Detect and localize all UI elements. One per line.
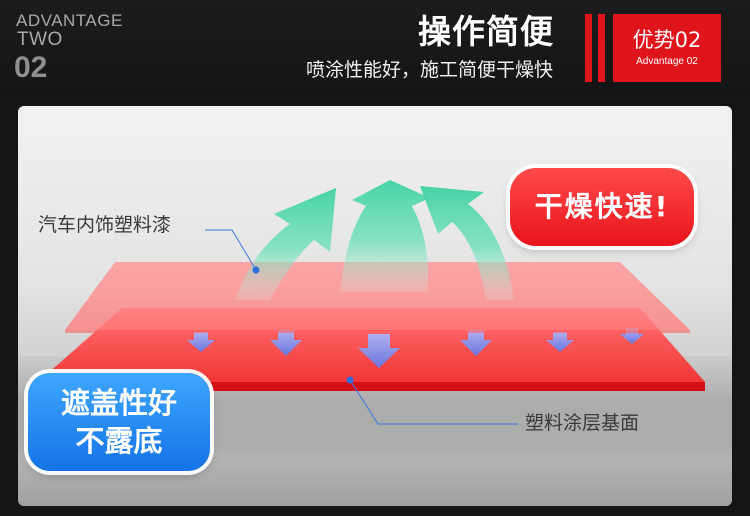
leader-dot-base — [346, 376, 354, 384]
page-title: 操作简便 — [418, 12, 554, 51]
coverage-badge-line1: 遮盖性好 — [60, 386, 177, 420]
leader-dot-top — [252, 266, 260, 274]
accent-stripe-left — [585, 14, 592, 82]
leader-lines — [205, 229, 518, 425]
badge-subtitle: Advantage 02 — [636, 56, 698, 67]
coverage-badge: 遮盖性好 不露底 — [28, 373, 210, 471]
base-layer-label: 塑料涂层基面 — [525, 412, 640, 434]
advantage-ordinal: TWO — [17, 29, 63, 50]
accent-stripe-right — [598, 14, 605, 82]
coverage-badge-line2: 不露底 — [75, 424, 163, 458]
advantage-number: 02 — [14, 51, 48, 84]
fast-dry-badge: 干燥快速! — [510, 168, 694, 246]
badge-title: 优势02 — [632, 28, 702, 52]
drying-vapor-arrows — [235, 180, 514, 300]
paint-film-layer — [65, 262, 690, 333]
advantage-badge: 优势02 Advantage 02 — [613, 14, 721, 82]
top-layer-label: 汽车内饰塑料漆 — [38, 214, 172, 236]
advantage-label: ADVANTAGE — [16, 11, 123, 30]
page-subtitle: 喷涂性能好，施工简便干燥快 — [305, 59, 553, 81]
